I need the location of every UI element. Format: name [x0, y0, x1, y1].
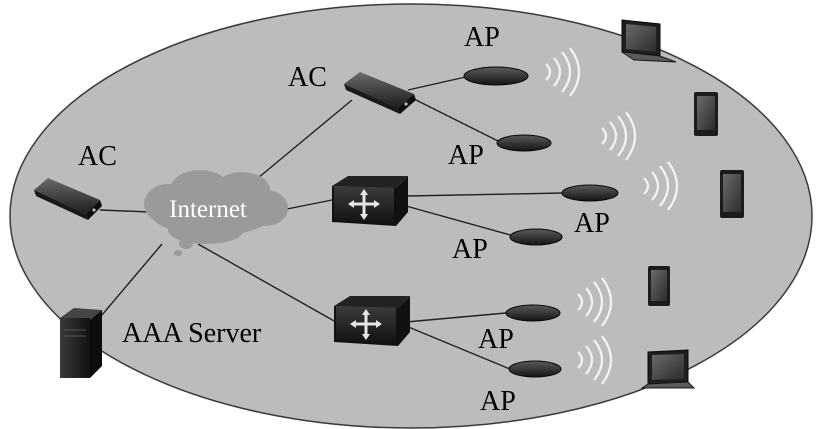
access-point-icon [508, 360, 562, 378]
link-internet-switch-bottom [197, 243, 337, 323]
ac-top-label: AC [288, 62, 327, 93]
aaa-server-label: AAA Server [122, 318, 262, 349]
ap-label-6: AP [480, 386, 516, 417]
link-internet-switch-top [281, 199, 333, 211]
ap-label-5: AP [478, 324, 514, 355]
cloud-icon [144, 170, 288, 256]
link-switch-top-ap-3 [405, 192, 565, 197]
link-ac-top-ap-2 [407, 95, 501, 143]
ap-label-4: AP [452, 234, 488, 265]
link-ac-left-internet [99, 209, 151, 213]
access-controller-icon [344, 72, 416, 114]
network-area-ellipse [9, 3, 813, 429]
tablet-icon [648, 266, 670, 306]
wifi-signal-icon [643, 161, 679, 211]
switch-icon [332, 176, 408, 226]
link-switch-bottom-ap-5 [405, 312, 507, 323]
wifi-signal-icon [577, 335, 613, 385]
wifi-signal-icon [545, 47, 581, 97]
wifi-signal-icon [577, 277, 613, 327]
access-point-icon [509, 228, 563, 246]
access-point-icon [496, 134, 552, 152]
link-internet-ac-top [257, 99, 353, 179]
ap-label-3: AP [574, 208, 610, 239]
internet-label: Internet [169, 196, 247, 223]
wifi-signals [545, 47, 679, 385]
ap-label-1: AP [464, 22, 500, 53]
tablet-icon [694, 92, 718, 136]
server-tower-icon [60, 308, 102, 378]
link-ac-top-ap-1 [407, 75, 471, 91]
link-switch-bottom-ap-6 [405, 325, 511, 370]
access-point-icon [505, 304, 561, 322]
access-controller-icon [34, 178, 102, 220]
access-points [463, 66, 619, 378]
link-internet-aaa-server [95, 243, 163, 323]
ap-label-2: AP [448, 140, 484, 171]
switch-icon [334, 296, 410, 346]
laptop-icon [621, 19, 677, 63]
access-point-icon [463, 66, 529, 86]
tablet-icon [720, 170, 744, 218]
wifi-signal-icon [601, 111, 637, 161]
access-point-icon [561, 184, 619, 202]
laptop-icon [640, 349, 696, 389]
connection-lines [95, 75, 565, 370]
ac-left-label: AC [78, 141, 117, 172]
link-switch-top-ap-4 [405, 205, 515, 237]
